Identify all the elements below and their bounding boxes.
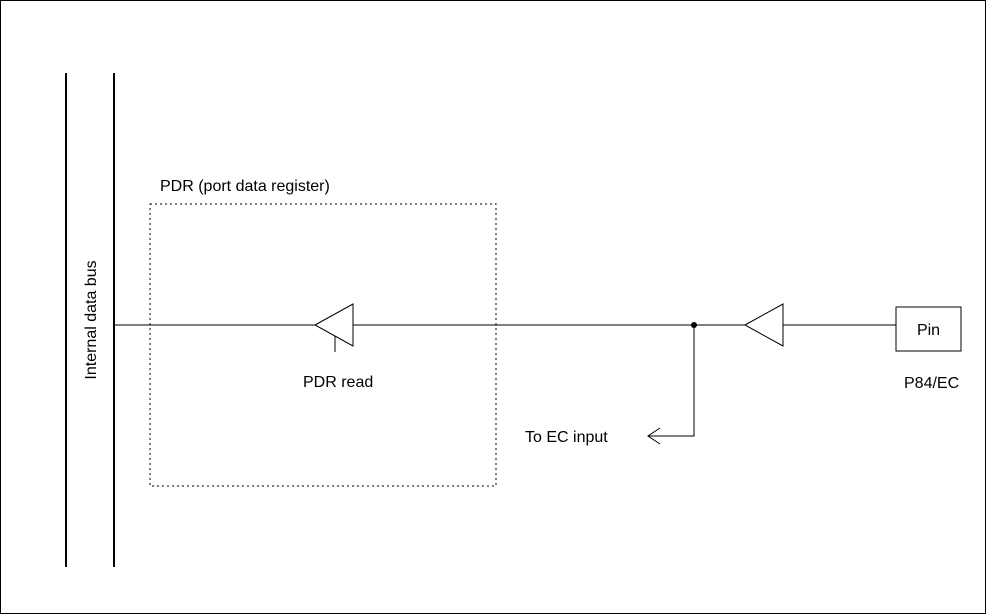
pdr-register-box — [149, 203, 497, 487]
internal-data-bus — [65, 73, 115, 567]
pin-name-label: P84/EC — [904, 375, 959, 392]
pin-box — [895, 306, 962, 352]
pdr-read-label: PDR read — [303, 374, 373, 391]
ec-input-arrowhead — [647, 427, 661, 445]
ec-input-branch — [648, 325, 695, 437]
bus-label: Internal data bus — [83, 260, 100, 379]
pdr-register-label: PDR (port data register) — [160, 178, 330, 195]
pin-label: Pin — [917, 322, 940, 339]
ec-input-label: To EC input — [525, 429, 608, 446]
